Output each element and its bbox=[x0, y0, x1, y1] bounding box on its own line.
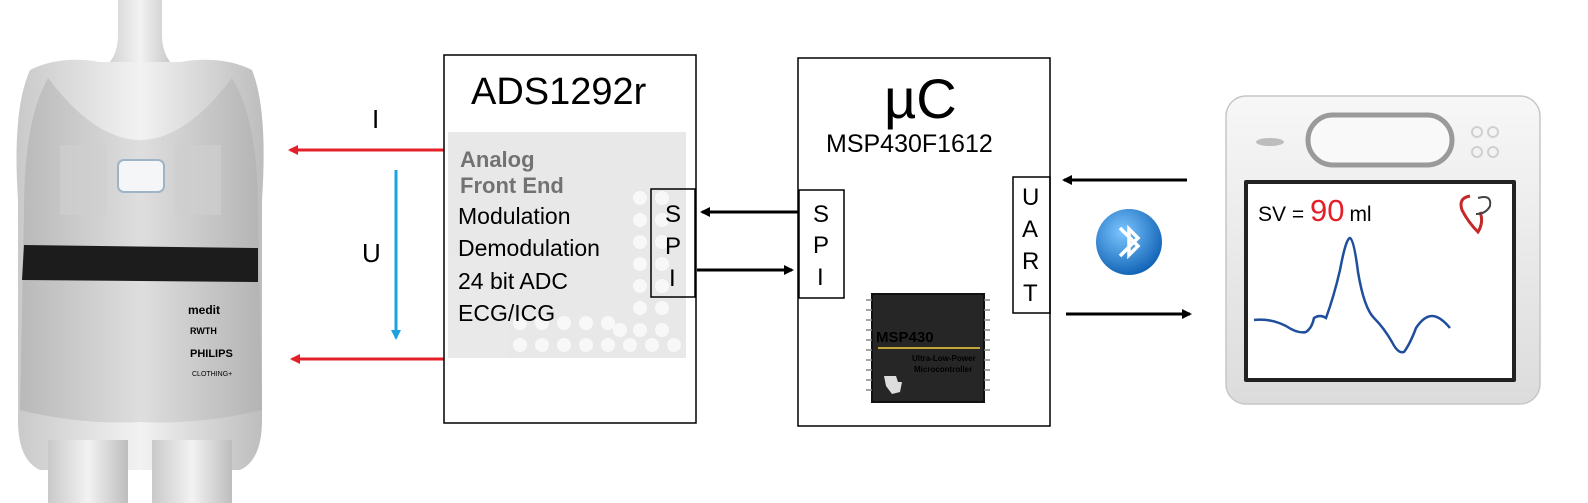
mcu-uart-letter-a: A bbox=[1022, 216, 1038, 243]
tablet-screen bbox=[1248, 184, 1512, 378]
sv-unit: ml bbox=[1349, 203, 1371, 226]
msp430-chip: MSP430 Ultra-Low-Power Microcontroller bbox=[866, 293, 990, 403]
mcu-block: µC MSP430F1612 S P I U A R T bbox=[797, 57, 1051, 427]
vest-logo-3: PHILIPS bbox=[190, 348, 233, 360]
afe-feature-4: ECG/ICG bbox=[458, 300, 555, 326]
mcu-uart-port bbox=[1012, 176, 1051, 314]
bluetooth-icon bbox=[1096, 209, 1162, 275]
afe-feature-1: Modulation bbox=[458, 203, 571, 229]
voltage-label: U bbox=[362, 238, 381, 268]
vest-logo-1: medit bbox=[188, 303, 220, 317]
chip-line-2: Microcontroller bbox=[914, 365, 972, 374]
ti-logo-icon bbox=[884, 376, 902, 394]
logo-icon bbox=[1459, 194, 1492, 235]
mcu-spi-letter-p: P bbox=[813, 232, 829, 259]
mcu-spi-letter-i: I bbox=[817, 264, 824, 291]
sv-prefix: SV = bbox=[1258, 203, 1310, 226]
vest-mannequin: medit RWTH PHILIPS CLOTHING+ bbox=[16, 0, 264, 503]
chip-brand: MSP430 bbox=[876, 329, 934, 346]
sv-value: 90 bbox=[1310, 193, 1344, 228]
afe-chip-watermark: Analog Front End bbox=[448, 132, 686, 358]
mcu-uart-letter-u: U bbox=[1022, 184, 1039, 211]
mcu-spi-port bbox=[798, 189, 845, 299]
current-label: I bbox=[372, 104, 379, 134]
afe-watermark-line2: Front End bbox=[460, 173, 564, 198]
mcu-uart-letter-r: R bbox=[1022, 248, 1039, 275]
vest-logo-4: CLOTHING+ bbox=[192, 371, 232, 378]
afe-feature-3: 24 bit ADC bbox=[458, 268, 568, 294]
mcu-title: µC bbox=[884, 67, 957, 130]
mcu-spi-letter-s: S bbox=[813, 201, 829, 228]
vest-logo-2: RWTH bbox=[190, 326, 217, 336]
afe-watermark-line1: Analog bbox=[460, 147, 535, 172]
afe-spi-letter-p: P bbox=[665, 233, 681, 260]
afe-spi-letter-s: S bbox=[665, 201, 681, 228]
mcu-subtitle: MSP430F1612 bbox=[826, 130, 993, 158]
afe-block: Analog Front End ADS1292r Modulation Dem… bbox=[443, 54, 697, 424]
mcu-uart-letter-t: T bbox=[1023, 280, 1038, 307]
afe-spi-letter-i: I bbox=[669, 265, 676, 292]
chip-line-1: Ultra-Low-Power bbox=[912, 354, 976, 363]
afe-feature-2: Demodulation bbox=[458, 235, 600, 261]
afe-spi-port bbox=[650, 188, 696, 298]
icg-waveform bbox=[1253, 236, 1451, 354]
afe-title: ADS1292r bbox=[471, 71, 647, 113]
